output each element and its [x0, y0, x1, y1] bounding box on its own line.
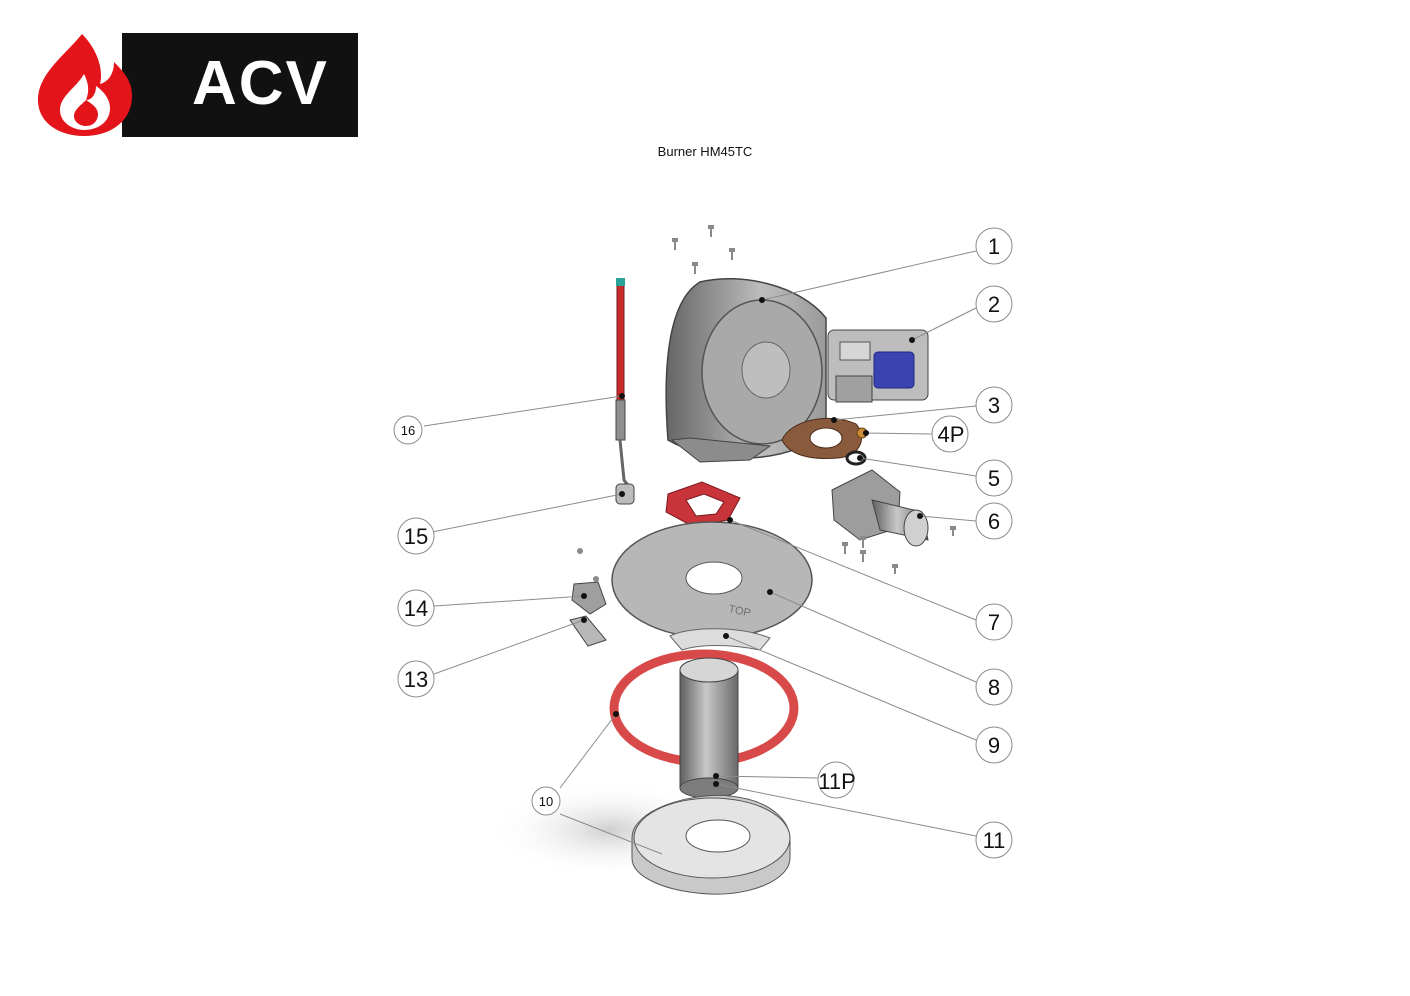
callout-label: 14: [404, 596, 428, 621]
bracket-part-14: [571, 548, 607, 615]
leader-dots: [581, 297, 923, 787]
seal-part-9: [669, 628, 771, 651]
callout-label: 7: [988, 610, 1000, 635]
callout-label: 11: [983, 828, 1006, 853]
flame-tube: [679, 657, 739, 799]
callout-label: 9: [988, 733, 1000, 758]
burner-plate-part-8: TOP: [611, 521, 813, 639]
fan-screws: [672, 225, 735, 274]
callout-14: 14: [397, 589, 435, 627]
gas-valve-part-2: [827, 329, 929, 403]
callout-label: 2: [988, 292, 1000, 317]
o-ring-part-5: [845, 450, 867, 466]
leader-lines: [423, 250, 977, 855]
callout-label: 10: [539, 794, 553, 809]
electrode-part-16: [615, 278, 632, 489]
callout-label: 5: [988, 466, 1000, 491]
callout-11: 11: [975, 821, 1013, 859]
callout-4p: 4P: [931, 415, 969, 453]
callout-9: 9: [975, 726, 1013, 764]
callout-8: 8: [975, 668, 1013, 706]
callout-2: 2: [975, 285, 1013, 323]
callout-3: 3: [975, 386, 1013, 424]
callout-label: 13: [404, 667, 428, 692]
callout-5: 5: [975, 459, 1013, 497]
callout-6: 6: [975, 502, 1013, 540]
callout-label: 4P: [938, 422, 965, 447]
callout-label: 8: [988, 675, 1000, 700]
gasket-part-7: [665, 481, 741, 527]
fan-part-1: [665, 277, 827, 463]
callout-label: 1: [988, 234, 1000, 259]
venturi-part-6: [831, 469, 956, 574]
bracket-part-13: [569, 615, 607, 647]
plate-marking: TOP: [727, 603, 751, 619]
acv-logo: ACV: [34, 30, 358, 138]
callout-label: 11P: [818, 769, 856, 794]
gasket-part-3: [781, 417, 862, 459]
page-title: Burner HM45TC: [657, 144, 753, 159]
callout-7: 7: [975, 603, 1013, 641]
callout-label: 15: [404, 524, 428, 549]
callout-13: 13: [397, 660, 435, 698]
flame-icon: [38, 34, 132, 136]
logo-bar: [122, 33, 358, 137]
callout-label: 16: [401, 423, 415, 438]
callout-15: 15: [397, 517, 435, 555]
callout-label: 3: [988, 393, 1000, 418]
callout-label: 6: [988, 509, 1000, 534]
logo-text: ACV: [192, 49, 329, 118]
callout-10: 10: [531, 786, 561, 816]
callout-11p: 11P: [817, 761, 856, 799]
callout-1: 1: [975, 227, 1013, 265]
callout-16: 16: [393, 415, 423, 445]
